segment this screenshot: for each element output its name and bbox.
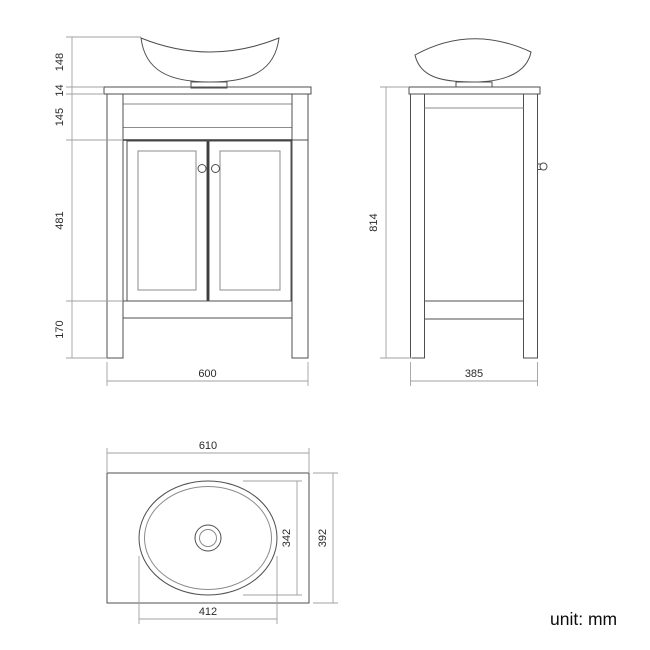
- top-width-dimension: 610: [106, 440, 310, 473]
- top-depth-dimension: 392: [313, 472, 338, 604]
- side-front-stile: [410, 93, 425, 359]
- side-back-stile: [523, 93, 538, 359]
- front-left-leg: [106, 93, 124, 359]
- side-overall-height-label: 814: [368, 213, 380, 231]
- top-basin-length-dimension: 412: [138, 556, 278, 624]
- side-depth-dimension: 385: [410, 362, 538, 386]
- side-countertop: [408, 86, 541, 95]
- top-countertop-width-label: 610: [199, 440, 217, 452]
- front-right-leg: [291, 93, 309, 359]
- front-right-door-panel: [219, 150, 281, 291]
- side-sink-base: [455, 81, 493, 88]
- front-bottom-rail: [122, 300, 293, 319]
- top-basin-inner-rim: [144, 486, 272, 590]
- side-height-dimension: 814: [368, 86, 412, 359]
- front-sink-outline: [140, 37, 280, 83]
- front-left-door-knob: [197, 164, 207, 173]
- side-view: 814 385: [368, 38, 548, 386]
- front-right-door-knob: [211, 164, 220, 173]
- front-left-door-panel: [137, 150, 197, 291]
- top-view: 610 392 342 412: [106, 440, 338, 624]
- side-knob-head: [539, 162, 548, 171]
- top-basin-width-label: 342: [281, 529, 293, 547]
- top-basin-width-dimension: 342: [243, 480, 302, 596]
- front-apron-frame: [106, 93, 309, 141]
- front-cabinet-width-label: 600: [198, 368, 216, 380]
- front-view: 148 14 145 481 170 600: [54, 36, 312, 386]
- side-door-knob: [537, 162, 548, 171]
- side-bottom-rail: [424, 300, 524, 320]
- top-countertop-depth-label: 392: [317, 529, 329, 547]
- side-depth-label: 385: [465, 368, 483, 380]
- front-left-door: [126, 140, 208, 302]
- top-drain-inner: [199, 529, 217, 547]
- unit-label: unit: mm: [550, 609, 617, 629]
- front-height-dimension-chain: 148 14 145 481 170: [54, 36, 141, 359]
- top-countertop-outline: [106, 472, 310, 604]
- front-right-door: [208, 140, 292, 302]
- top-basin-outer-rim: [138, 480, 278, 596]
- front-apron-height-label: 145: [54, 108, 66, 126]
- front-countertop-thickness-label: 14: [54, 84, 66, 96]
- top-drain-outer: [194, 524, 222, 552]
- side-sink-outline: [414, 38, 532, 83]
- front-sink-base: [190, 81, 228, 89]
- front-width-dimension: 600: [106, 362, 309, 386]
- top-basin-length-label: 412: [199, 606, 217, 618]
- front-leg-height-label: 170: [54, 320, 66, 338]
- front-sink-height-label: 148: [54, 53, 66, 71]
- front-door-height-label: 481: [54, 211, 66, 229]
